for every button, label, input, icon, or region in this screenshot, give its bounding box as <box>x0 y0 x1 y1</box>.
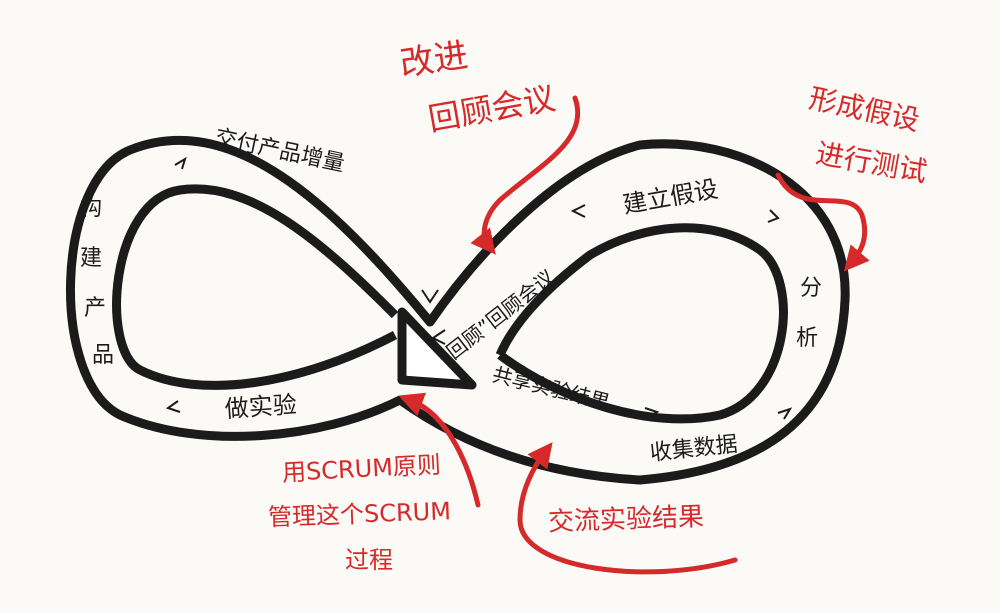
annot-test: 进行测试 <box>813 137 929 189</box>
arrow-right-top <box>570 204 586 218</box>
arrow-share <box>644 407 660 419</box>
outer-loop-line <box>65 135 850 485</box>
label-build-product-2: 建 <box>80 246 102 271</box>
label-build-hypothesis: 建立假设 <box>621 175 720 219</box>
arrow-right-side <box>767 209 780 223</box>
label-share-results: 共享实验结果 <box>490 362 612 414</box>
label-build-product-3: 产 <box>84 296 106 321</box>
label-analyze-1: 分 <box>800 276 822 301</box>
center-arrowhead <box>397 307 477 390</box>
label-build-product: 构 建 产 品 <box>80 196 114 368</box>
inner-right-loop-line <box>495 223 788 424</box>
label-deliver-increment: 交付产品增量 <box>212 125 346 177</box>
direction-arrows <box>165 156 793 420</box>
label-build-product-1: 构 <box>80 196 102 221</box>
annot-improve: 改进 <box>397 35 470 84</box>
label-build-product-4: 品 <box>92 343 114 368</box>
label-analyze: 分 析 <box>796 276 822 351</box>
label-do-experiment: 做实验 <box>224 390 298 423</box>
arrow-center-down <box>421 289 439 304</box>
arrow-improve <box>470 95 581 255</box>
label-analyze-2: 析 <box>796 326 818 351</box>
arrow-center-left <box>431 329 446 345</box>
inner-left-loop-line <box>112 184 399 390</box>
red-annotation-arrows <box>398 95 870 575</box>
arrow-scrum <box>398 392 481 508</box>
annot-scrum-1: 用SCRUM原则 <box>281 451 441 487</box>
annot-retro-meeting: 回顾会议 <box>425 79 558 139</box>
arrow-bottom-right <box>777 407 793 420</box>
annot-form-hypothesis: 形成假设 <box>806 82 922 138</box>
arrow-top-left <box>174 156 187 170</box>
label-retro-meeting-loop: “回顾”回顾会议 <box>434 265 560 371</box>
arrow-hypothesis <box>775 172 870 272</box>
arrow-bottom-left <box>165 400 181 413</box>
arrow-communicate <box>517 442 738 575</box>
annot-communicate: 交流实验结果 <box>548 502 705 537</box>
annot-scrum-3: 过程 <box>345 546 393 574</box>
annot-scrum-2: 管理这个SCRUM <box>268 497 452 531</box>
